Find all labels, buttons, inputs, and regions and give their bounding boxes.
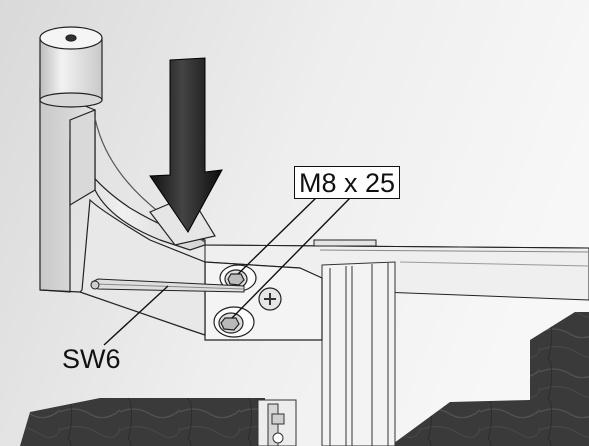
bolt-top xyxy=(219,264,257,292)
wrench-size-label: SW6 xyxy=(62,344,121,374)
stone-tabletop xyxy=(20,312,589,446)
bolt-bottom xyxy=(213,306,255,338)
screw-size-label: M8 x 25 xyxy=(294,166,401,199)
screw-callout-lines xyxy=(231,195,353,319)
slotted-bracket xyxy=(257,399,297,446)
wrench-callout-line xyxy=(103,285,169,346)
profile-beam xyxy=(321,261,396,446)
leg-cylinder xyxy=(39,26,103,108)
allen-key xyxy=(90,278,245,293)
down-arrow-icon xyxy=(149,57,223,233)
table-leg xyxy=(39,87,216,336)
screw-head xyxy=(258,287,282,311)
